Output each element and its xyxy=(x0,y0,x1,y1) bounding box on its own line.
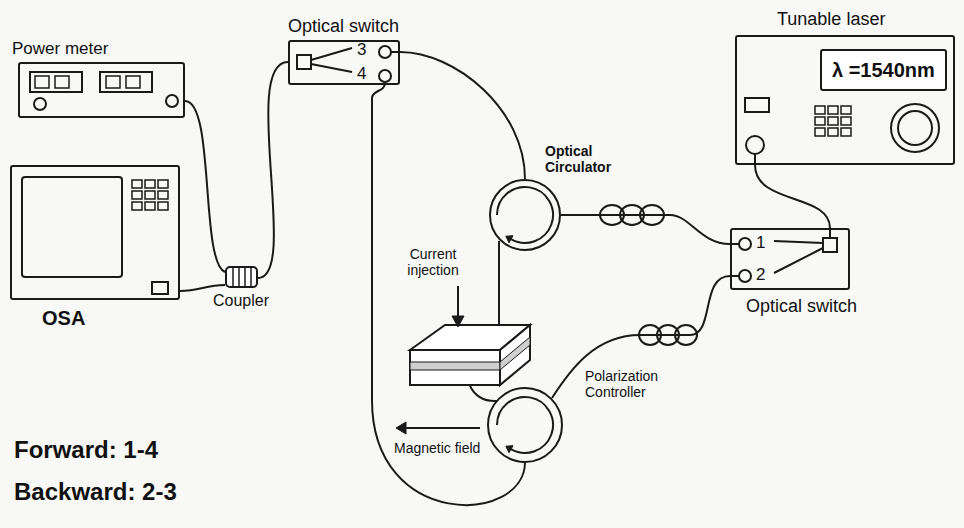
fiber-connector xyxy=(400,52,525,179)
laser-detail xyxy=(745,98,939,164)
fiber-wire xyxy=(498,241,500,326)
fiber-wire xyxy=(372,83,525,505)
node-label: Optical switch xyxy=(746,296,857,317)
osa-detail xyxy=(22,177,168,294)
port-number: 4 xyxy=(357,64,366,84)
switch-internals xyxy=(297,46,399,82)
laser-box: Tunable laserλ =1540nm xyxy=(735,35,955,165)
port-number: 3 xyxy=(357,40,366,60)
annotation: Polarization Controller xyxy=(585,368,680,400)
optical-circulator xyxy=(488,388,562,462)
annotation: Magnetic field xyxy=(394,440,480,456)
legend-note: Backward: 2-3 xyxy=(14,478,177,506)
instrument-box: OSA xyxy=(10,165,180,300)
power-meter-detail xyxy=(30,72,178,110)
node-label: Coupler xyxy=(213,292,269,310)
fiber-connector xyxy=(185,101,225,272)
switch-internals xyxy=(731,229,837,282)
fiber-connector xyxy=(561,215,730,244)
switch-box: Optical switch xyxy=(730,228,850,290)
node-label: Optical Circulator xyxy=(545,143,627,175)
fiber-connector xyxy=(258,62,288,278)
node-label: λ =1540nm xyxy=(832,59,935,82)
device-chip xyxy=(410,325,530,385)
fiber-wire xyxy=(470,386,497,401)
annotation: Current injection xyxy=(398,246,468,278)
coupler: Coupler xyxy=(225,264,258,290)
circulator-ring xyxy=(489,179,561,251)
port-number: 1 xyxy=(756,233,765,253)
instrument-box: Power meter xyxy=(18,62,185,118)
optical-circulator: Optical Circulator xyxy=(489,179,561,251)
field-arrow xyxy=(396,422,480,434)
current-arrow xyxy=(452,286,464,327)
legend-note: Forward: 1-4 xyxy=(14,436,158,464)
switch-box: Optical switch xyxy=(288,40,400,85)
node-label: Tunable laser xyxy=(777,9,885,30)
wavelength-display: λ =1540nm xyxy=(820,49,947,91)
node-label: Optical switch xyxy=(288,16,399,37)
fiber-connector xyxy=(755,165,830,228)
node-label: Power meter xyxy=(12,39,108,59)
node-label: OSA xyxy=(42,307,85,330)
port-number: 2 xyxy=(756,265,765,285)
fiber-coil xyxy=(639,325,697,345)
fiber-connector xyxy=(180,285,225,291)
coupler-body xyxy=(225,264,258,290)
